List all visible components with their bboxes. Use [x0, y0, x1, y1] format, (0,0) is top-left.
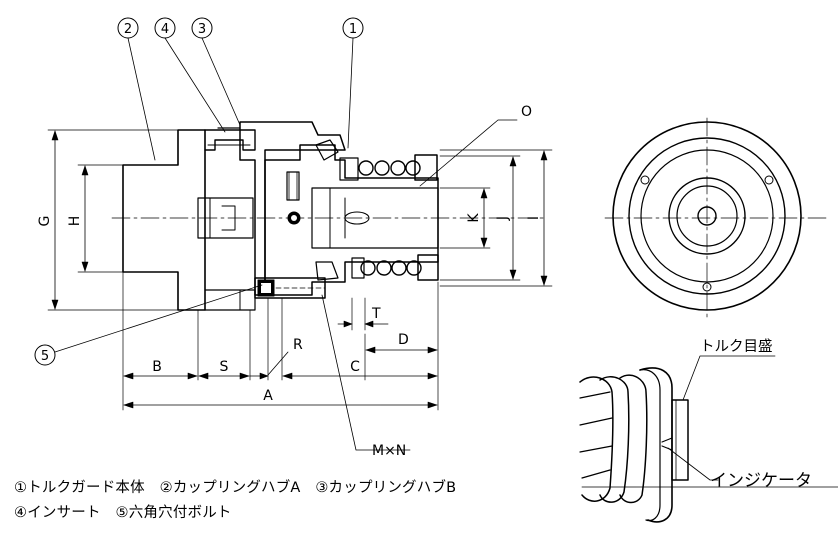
legend-row-2: ④インサート ⑤六角穴付ボルト [14, 503, 242, 523]
dim-label-t: T [371, 306, 381, 322]
dim-label-s: S [220, 359, 229, 375]
legend-item-1: ①トルクガード本体 [14, 480, 145, 496]
part-number-5: 5 [41, 349, 49, 364]
dim-label-i: I [526, 216, 542, 220]
indicator-label: インジケータ [710, 471, 812, 491]
end-view [604, 117, 831, 319]
dim-label-j: J [495, 216, 511, 221]
dim-label-c: C [350, 359, 360, 375]
dim-label-mxn: M×N [372, 443, 406, 459]
dim-label-h: H [67, 216, 83, 227]
dim-label-k: K [466, 213, 482, 223]
dim-label-r: R [293, 337, 303, 353]
legend-item-3: ③カップリングハブB [315, 480, 457, 496]
dim-label-g: G [37, 216, 53, 227]
main-section-view: 2 4 3 1 5 O G H K J I T D R B S C A M×N [34, 17, 553, 459]
part-number-4: 4 [161, 22, 169, 37]
dim-label-d: D [398, 332, 409, 348]
legend-item-4: ④インサート [14, 505, 101, 521]
part-number-1: 1 [349, 22, 357, 37]
lower-spring [315, 254, 439, 281]
legend-row-1: ①トルクガード本体 ②カップリングハブA ③カップリングハブB [14, 478, 466, 498]
dim-label-a: A [263, 388, 273, 404]
balloon-part-5 [34, 344, 56, 366]
upper-spring [315, 139, 438, 181]
part-number-3: 3 [198, 22, 206, 37]
dim-label-b: B [152, 359, 162, 375]
legend-item-5: ⑤六角穴付ボルト [115, 505, 232, 521]
torque-scale-label: トルク目盛 [700, 338, 773, 355]
dim-label-o: O [521, 104, 532, 120]
detail-view: トルク目盛 インジケータ [579, 338, 838, 523]
legend-item-2: ②カップリングハブA [159, 480, 301, 496]
part-number-2: 2 [124, 22, 132, 37]
